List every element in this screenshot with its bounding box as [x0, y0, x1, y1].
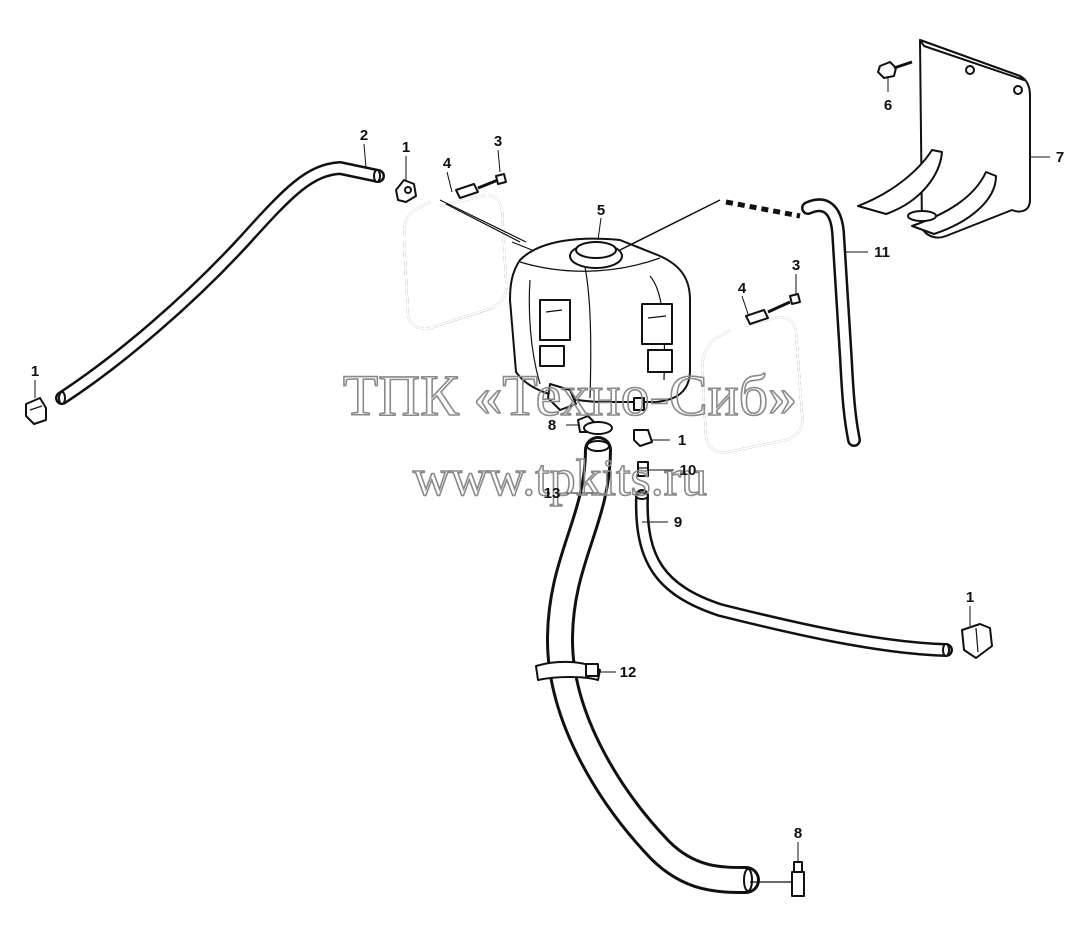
callout-9: 9: [674, 514, 682, 531]
callout-4-right: 4: [738, 280, 747, 297]
strap-4-right: [700, 309, 804, 454]
callout-1-center: 1: [678, 432, 686, 449]
callout-3-left: 3: [494, 133, 502, 150]
clamp-8-top: [577, 415, 613, 435]
watermark-line-1: ТПК «Техно-Сиб»: [343, 363, 797, 428]
watermark-line-2: www.tpkits.ru: [413, 450, 707, 507]
callout-3-right: 3: [792, 257, 800, 274]
callout-5: 5: [597, 202, 605, 219]
hose-13: [546, 436, 760, 894]
callout-12: 12: [620, 664, 637, 681]
callout-10: 10: [680, 462, 697, 479]
callout-7: 7: [1056, 149, 1064, 166]
strap-4-left: [402, 183, 527, 330]
clip-1-center: [633, 429, 653, 447]
bolt-6: [877, 60, 913, 79]
connector-10: [637, 461, 649, 477]
callout-8-top: 8: [548, 417, 556, 434]
callout-2: 2: [360, 127, 368, 144]
hose-9: [634, 489, 953, 657]
hose-2: [55, 161, 385, 405]
hose-11: [619, 198, 861, 447]
leader-lines: [34, 76, 1050, 862]
clamp-12: [535, 660, 601, 681]
callout-1-top: 1: [402, 139, 410, 156]
callout-4-left: 4: [443, 155, 452, 172]
clip-1-top: [395, 179, 417, 203]
clip-1-left: [25, 397, 47, 425]
bolt-3-right: [767, 293, 801, 314]
callout-6: 6: [884, 97, 892, 114]
bolt-3-left: [477, 173, 507, 190]
clip-1-right: [961, 623, 993, 659]
callout-11: 11: [874, 244, 890, 261]
callout-8-bottom: 8: [794, 825, 802, 842]
bracket-7: [857, 39, 1031, 239]
callout-13: 13: [544, 485, 561, 502]
callout-1-left: 1: [31, 363, 39, 380]
expansion-tank-5: [509, 237, 691, 411]
callout-1-right: 1: [966, 589, 974, 606]
